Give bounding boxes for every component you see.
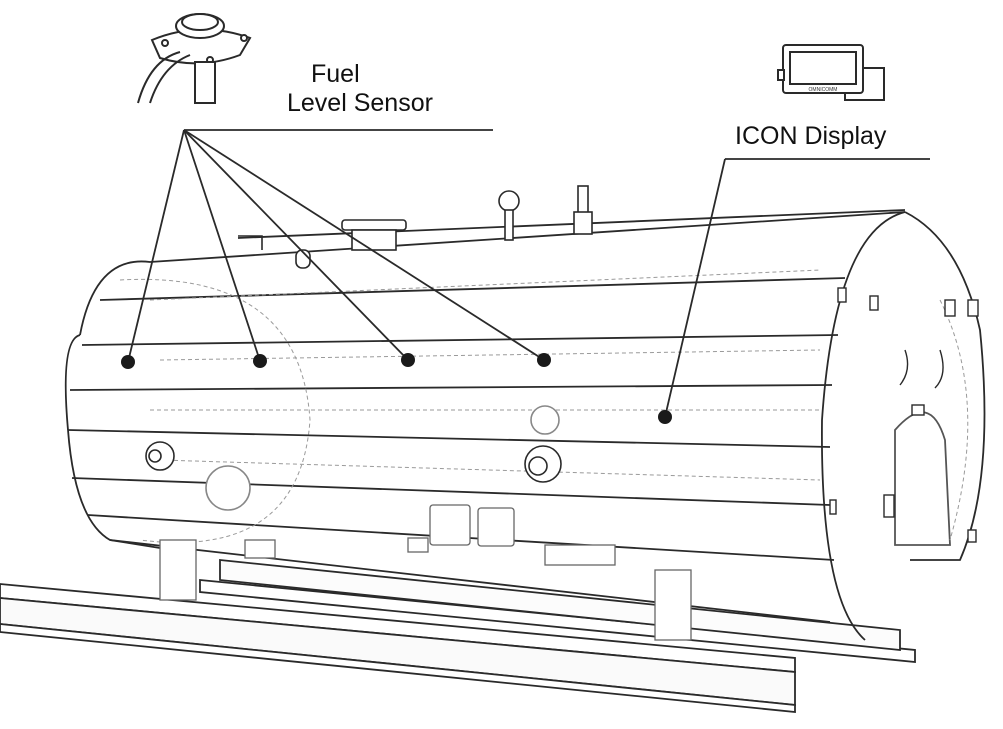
fuel-sensor-marker-1 (121, 355, 135, 369)
display-brand-text: OMNICOMM (809, 87, 838, 93)
fuel-leader-line-1 (127, 129, 185, 363)
icon-display-callout (664, 158, 930, 418)
fuel-sensor-marker-3 (401, 353, 415, 367)
burner-details (145, 405, 562, 511)
fuel-sensor-marker-4 (537, 353, 551, 367)
top-fittings (238, 185, 593, 269)
fuel-leader-line-2 (183, 129, 261, 362)
boiler-shell (64, 209, 986, 641)
fuel-sensor-callout (127, 129, 545, 363)
base-beams (0, 559, 916, 713)
fuel-label-line2: Level Sensor (287, 89, 433, 117)
fuel-sensor-icon (137, 13, 252, 104)
lower-pipework (159, 504, 692, 641)
icon-leader-line (664, 158, 726, 418)
fuel-sensor-marker-2 (253, 354, 267, 368)
callout-markers (121, 353, 672, 424)
fuel-leader-line-3 (183, 129, 409, 361)
icon-display-marker (658, 410, 672, 424)
fuel-leader-line-4 (183, 129, 545, 361)
fuel-label-line1: Fuel (311, 60, 360, 88)
front-cap-bolts (829, 287, 979, 543)
display-device-icon: OMNICOMM (777, 44, 885, 101)
shell-inner-details (119, 269, 969, 543)
icon-display-label: ICON Display (735, 122, 887, 150)
